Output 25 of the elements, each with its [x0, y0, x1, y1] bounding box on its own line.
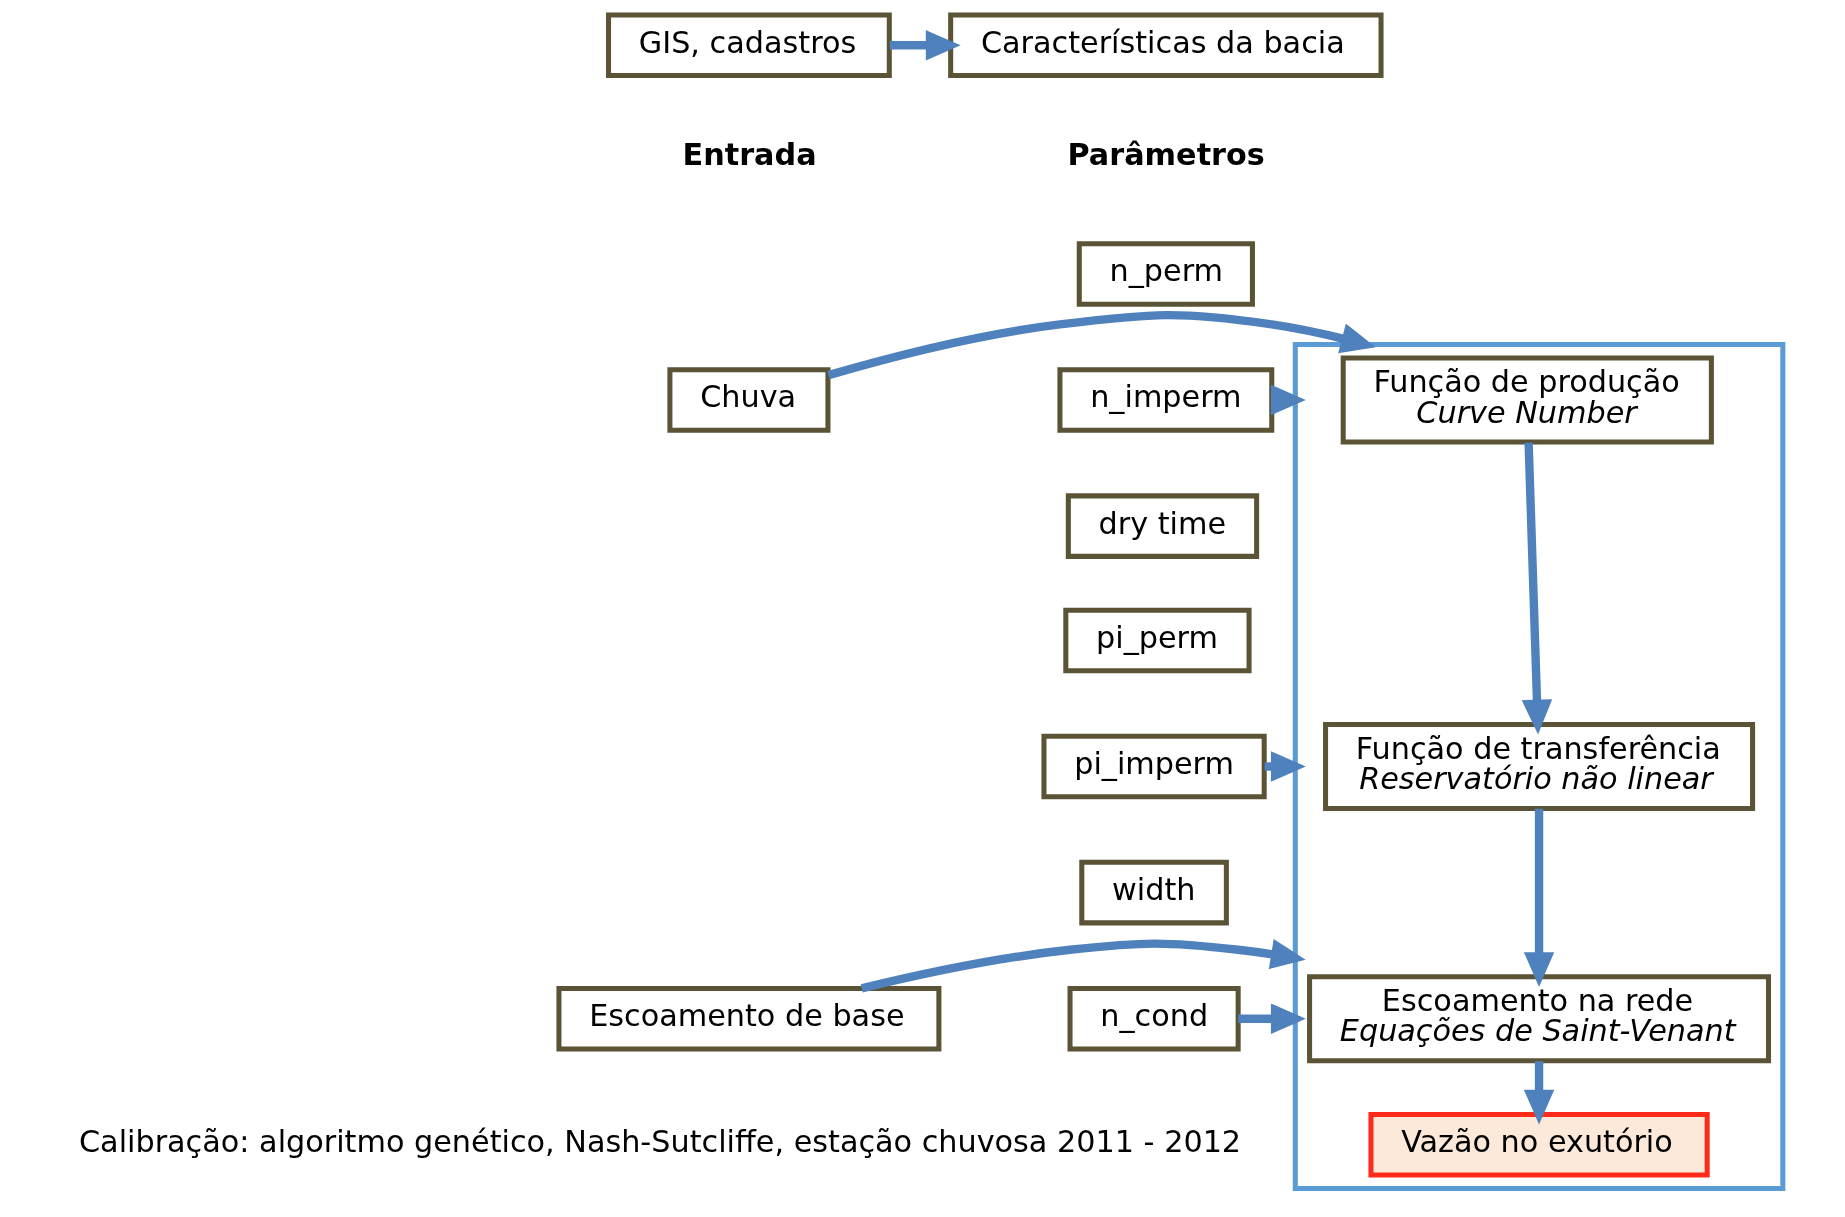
node-box: Função de transferência Reservatório não linear — [1323, 722, 1756, 812]
node-box: n_cond — [1067, 985, 1241, 1052]
node-box: n_perm — [1076, 241, 1255, 307]
node-box: pi_imperm — [1041, 733, 1267, 800]
label: Parâmetros — [1067, 137, 1265, 173]
node-box: Características da bacia — [948, 12, 1384, 79]
node-box: Chuva — [667, 367, 831, 433]
arrow — [889, 30, 961, 61]
node-box: GIS, cadastros — [606, 12, 892, 79]
arrow — [827, 310, 1376, 380]
node-box: pi_perm — [1063, 607, 1252, 674]
node-box: Função de produção Curve Number — [1340, 355, 1714, 445]
arrow — [1523, 1061, 1555, 1125]
node-box: width — [1079, 859, 1229, 926]
node-box: dry time — [1065, 493, 1260, 559]
arrow — [1523, 808, 1555, 987]
label: Entrada — [682, 137, 817, 173]
node-box: Escoamento na rede Equações de Saint-Venant — [1307, 974, 1772, 1064]
node-box: Vazão no exutório — [1368, 1112, 1710, 1178]
arrow — [1521, 442, 1553, 735]
arrow — [860, 939, 1306, 993]
node-box: Escoamento de base — [556, 985, 942, 1052]
arrow — [1238, 1003, 1306, 1034]
label: Calibração: algoritmo genético, Nash-Sutcliffe, estação chuvosa 2011 - 2012 — [78, 1124, 1242, 1160]
cluster — [1292, 342, 1786, 1191]
